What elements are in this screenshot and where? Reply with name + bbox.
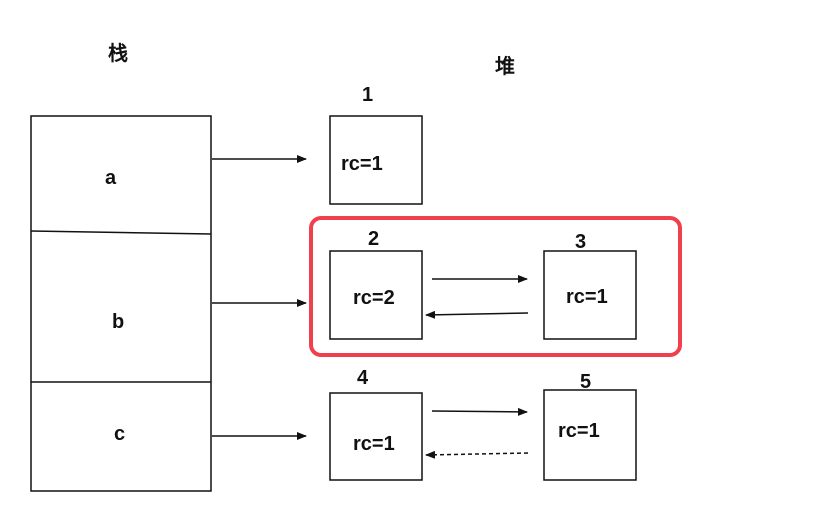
heap-object-4: 4 rc=1 [329, 367, 423, 481]
stack-frame: a b c [30, 115, 212, 492]
heap-object-1-box [329, 115, 423, 205]
cycle-highlight-box [309, 216, 682, 357]
heap-object-5-box [543, 389, 637, 481]
heap-object-3: 3 rc=1 [543, 231, 637, 340]
heap-object-3-box [543, 250, 637, 340]
heap-object-1: 1 rc=1 [329, 84, 423, 205]
heap-object-5-id: 5 [580, 371, 591, 393]
stack-var-b: b [112, 311, 124, 333]
heap-object-2-rc: rc=2 [353, 287, 395, 309]
heap-object-2-box [329, 250, 423, 340]
heap-title: 堆 [495, 54, 515, 78]
stack-var-a: a [105, 167, 117, 189]
heap-object-2-id: 2 [368, 228, 379, 250]
stack-divider-ab [30, 230, 212, 235]
stack-var-c: c [114, 423, 125, 445]
heap-object-4-id: 4 [357, 367, 369, 389]
arrow-4-to-5 [431, 407, 528, 416]
heap-object-1-id: 1 [362, 84, 373, 106]
arrow-5-to-4-weak [425, 450, 529, 459]
arrow-3-to-2 [425, 310, 529, 319]
heap-object-4-rc: rc=1 [353, 433, 395, 455]
stack-title: 栈 [108, 41, 128, 65]
heap-object-5: 5 rc=1 [543, 371, 637, 481]
heap-object-3-id: 3 [575, 231, 586, 253]
stack-outline [30, 115, 212, 492]
heap-object-5-rc: rc=1 [558, 420, 600, 442]
heap-object-4-box [329, 392, 423, 481]
heap-object-1-rc: rc=1 [341, 153, 383, 175]
heap-object-2: 2 rc=2 [329, 228, 423, 340]
heap-object-3-rc: rc=1 [566, 286, 608, 308]
